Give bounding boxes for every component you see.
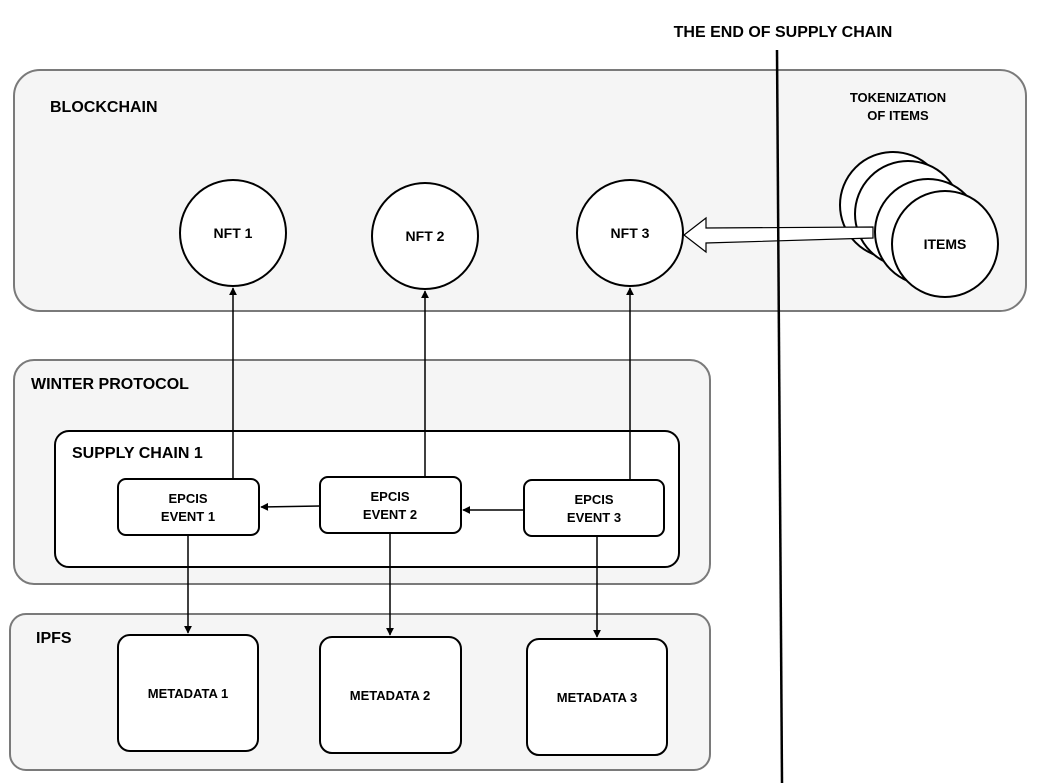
epcis-event-2-box: EPCIS EVENT 2 [319,476,462,534]
metadata-2-box: METADATA 2 [319,636,462,754]
nft-1-node: NFT 1 [179,179,287,287]
supply-chain-end-divider [775,49,784,783]
svg-text:EVENT 1: EVENT 1 [161,509,215,524]
svg-text:METADATA 2: METADATA 2 [350,688,430,703]
svg-text:METADATA 3: METADATA 3 [557,690,637,705]
epcis-event-1-box: EPCIS EVENT 1 [117,478,260,536]
epcis-event-3-box: EPCIS EVENT 3 [523,479,665,537]
edge-event2-to-event1 [260,502,321,511]
supply-chain-1-label: SUPPLY CHAIN 1 [72,445,203,462]
svg-text:EPCIS: EPCIS [168,491,207,506]
svg-text:NFT 1: NFT 1 [214,225,253,241]
blockchain-label: BLOCKCHAIN [50,99,158,116]
svg-text:METADATA 1: METADATA 1 [148,686,228,701]
metadata-3-box: METADATA 3 [526,638,668,756]
svg-text:EPCIS: EPCIS [370,489,409,504]
metadata-1-box: METADATA 1 [117,634,259,752]
svg-text:EVENT 2: EVENT 2 [363,507,417,522]
supply-chain-end-label: THE END OF SUPPLY CHAIN [674,24,893,41]
svg-text:NFT 2: NFT 2 [406,228,445,244]
tokenization-label-line1: TOKENIZATION [850,90,946,105]
nft-2-node: NFT 2 [371,182,479,290]
items-label: ITEMS [924,236,967,252]
nft-3-node: NFT 3 [576,179,684,287]
ipfs-label: IPFS [36,630,72,647]
svg-text:NFT 3: NFT 3 [611,225,650,241]
winter-protocol-label: WINTER PROTOCOL [31,376,189,393]
svg-text:EPCIS: EPCIS [574,492,613,507]
svg-text:EVENT 3: EVENT 3 [567,510,621,525]
tokenization-label-line2: OF ITEMS [867,108,929,123]
